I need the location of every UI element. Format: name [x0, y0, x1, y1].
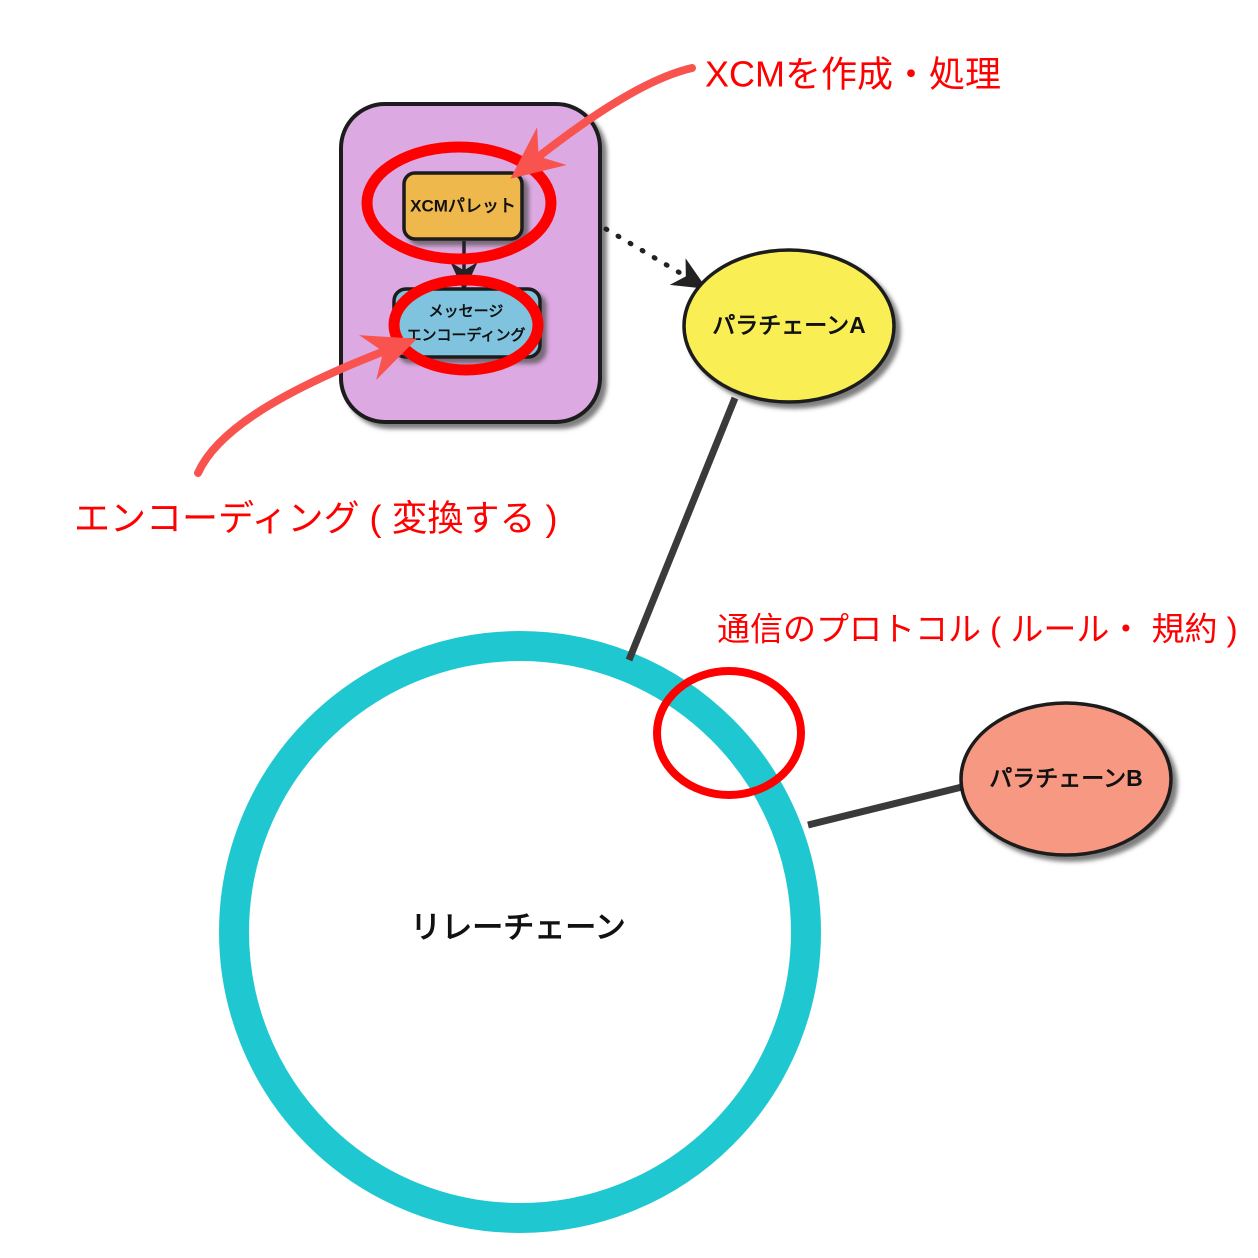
annotation-arrow-encoding — [194, 335, 417, 477]
connector-parachain-a-to-relay — [625, 396, 739, 662]
highlight-circle-relay-protocol — [653, 667, 805, 799]
message-encoding-label-line1: メッセージ — [429, 303, 504, 320]
annotation-label-communication-protocol: 通信のプロトコル ( ルール・ 規約 ) — [717, 611, 1238, 648]
relay-chain-label: リレーチェーン — [410, 910, 625, 945]
parachain-a-label: パラチェーンA — [712, 312, 865, 338]
annotation-label-xcm-create-process: XCMを作成・処理 — [705, 54, 1001, 95]
parachain-b-label: パラチェーンB — [989, 765, 1142, 791]
relay-chain-ring — [219, 631, 821, 1233]
message-encoding-label-line2: エンコーディング — [407, 326, 526, 344]
parachain-a-node[interactable] — [682, 248, 896, 404]
connector-parachain-b-to-relay — [807, 783, 963, 829]
highlight-circle-xcm-pallet — [361, 141, 557, 265]
annotation-label-encoding: エンコーディング ( 変換する ) — [74, 498, 557, 539]
parachain-b-node[interactable] — [959, 701, 1173, 857]
connector-container-to-parachain-a — [603, 226, 707, 289]
xcm-pallet-node[interactable] — [402, 171, 524, 241]
xcm-pallet-label: XCMパレット — [410, 196, 516, 215]
annotation-arrow-xcm-create-process — [510, 64, 696, 179]
highlight-circle-message-encoding — [388, 274, 544, 376]
